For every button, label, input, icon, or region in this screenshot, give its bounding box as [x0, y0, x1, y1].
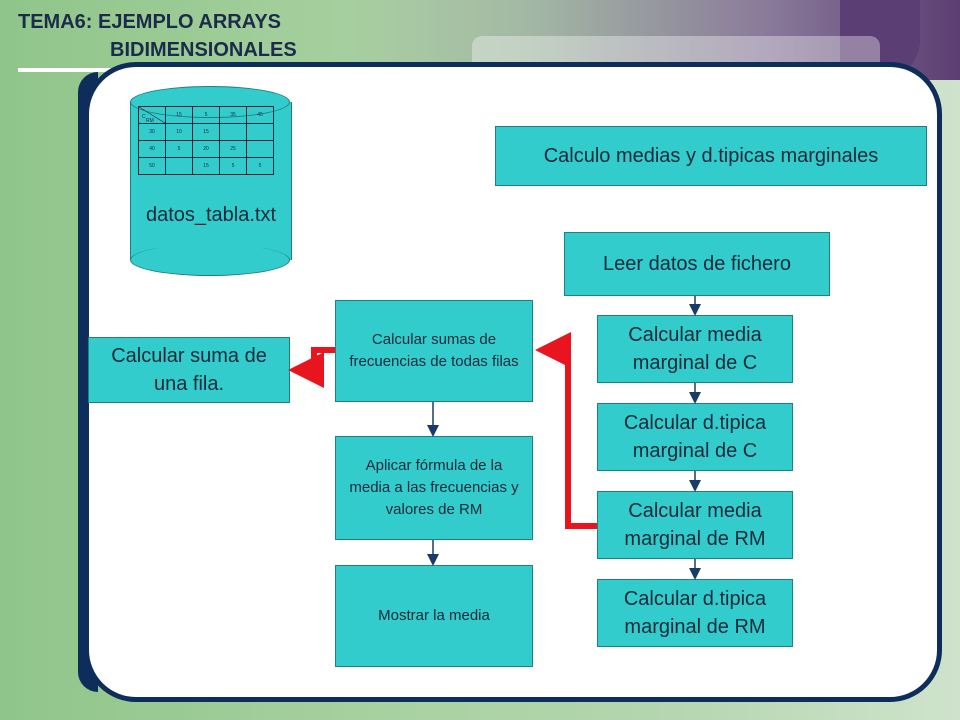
table-row: 50 15 5 5	[138, 157, 274, 175]
table-cell: 5	[219, 157, 247, 175]
table-cell: 40	[138, 140, 166, 158]
data-file-cylinder: C RM 15 5 35 45 30 10 15 40 5 20 25 50 1…	[130, 86, 292, 276]
table-cell: 35	[219, 106, 247, 124]
table-cell: 10	[165, 123, 193, 141]
main-title-box: Calculo medias y d.tipicas marginales	[495, 126, 927, 186]
subsubstep-suma-fila: Calcular suma de una fila.	[88, 337, 290, 403]
slide-title: TEMA6: EJEMPLO ARRAYS BIDIMENSIONALES	[18, 8, 297, 64]
table-cell: 30	[138, 123, 166, 141]
step-media-c: Calcular media marginal de C	[597, 315, 793, 383]
substep-sumas: Calcular sumas de frecuencias de todas f…	[335, 300, 533, 402]
step-media-rm: Calcular media marginal de RM	[597, 491, 793, 559]
table-cell: 15	[192, 157, 220, 175]
table-cell	[246, 123, 274, 141]
slide-title-line1: TEMA6: EJEMPLO ARRAYS	[18, 11, 282, 33]
table-cell: 25	[219, 140, 247, 158]
table-cell	[165, 157, 193, 175]
table-cell: 45	[246, 106, 274, 124]
table-cell	[246, 140, 274, 158]
substep-formula: Aplicar fórmula de la media a las frecue…	[335, 436, 533, 540]
step-dtipica-rm: Calcular d.tipica marginal de RM	[597, 579, 793, 647]
table-cell: 5	[246, 157, 274, 175]
table-row: C RM 15 5 35 45	[138, 106, 274, 124]
table-cell: 5	[165, 140, 193, 158]
table-cell: 5	[192, 106, 220, 124]
data-table-thumbnail: C RM 15 5 35 45 30 10 15 40 5 20 25 50 1…	[138, 106, 274, 175]
table-cell: 20	[192, 140, 220, 158]
table-cell: 50	[138, 157, 166, 175]
diagonal-line-icon	[139, 107, 165, 123]
table-cell: 15	[165, 106, 193, 124]
cylinder-bottom	[130, 244, 290, 276]
table-row: 40 5 20 25	[138, 140, 274, 158]
table-cell	[219, 123, 247, 141]
step-dtipica-c: Calcular d.tipica marginal de C	[597, 403, 793, 471]
data-file-name: datos_tabla.txt	[145, 204, 277, 226]
step-read-file: Leer datos de fichero	[564, 232, 830, 296]
table-cell: 15	[192, 123, 220, 141]
table-row: 30 10 15	[138, 123, 274, 141]
table-corner-cell: C RM	[138, 106, 166, 124]
slide-title-line2: BIDIMENSIONALES	[110, 39, 297, 61]
substep-mostrar: Mostrar la media	[335, 565, 533, 667]
